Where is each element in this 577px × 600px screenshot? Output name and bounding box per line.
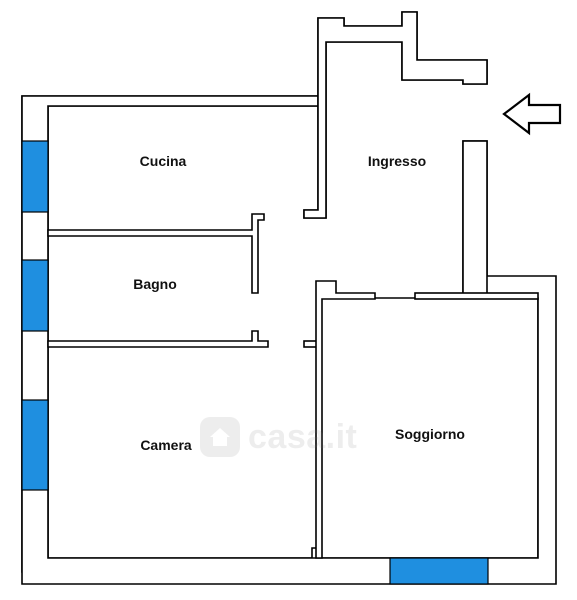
window-cucina	[21, 140, 49, 213]
entrance-arrow-icon	[502, 92, 562, 136]
watermark-text: casa.it	[248, 417, 358, 456]
entry-upper-wall	[303, 11, 488, 219]
window-soggiorno	[389, 557, 489, 585]
room-label-ingresso: Ingresso	[367, 153, 427, 169]
room-label-soggiorno: Soggiorno	[395, 426, 465, 442]
bagno-camera-wall	[47, 330, 269, 348]
soggiorno-top-left-wall	[315, 280, 376, 559]
house-logo-icon	[200, 417, 240, 457]
cucina-bagno-wall	[47, 213, 265, 294]
window-camera	[21, 399, 49, 491]
window-bagno	[21, 259, 49, 332]
soggiorno-top-right-wall	[414, 292, 539, 300]
room-label-bagno: Bagno	[133, 276, 177, 292]
ingresso-right-wall	[462, 140, 488, 299]
watermark: casa.it	[200, 412, 390, 462]
room-label-cucina: Cucina	[139, 153, 187, 169]
outer-wall	[21, 11, 539, 573]
room-label-camera: Camera	[140, 437, 192, 453]
